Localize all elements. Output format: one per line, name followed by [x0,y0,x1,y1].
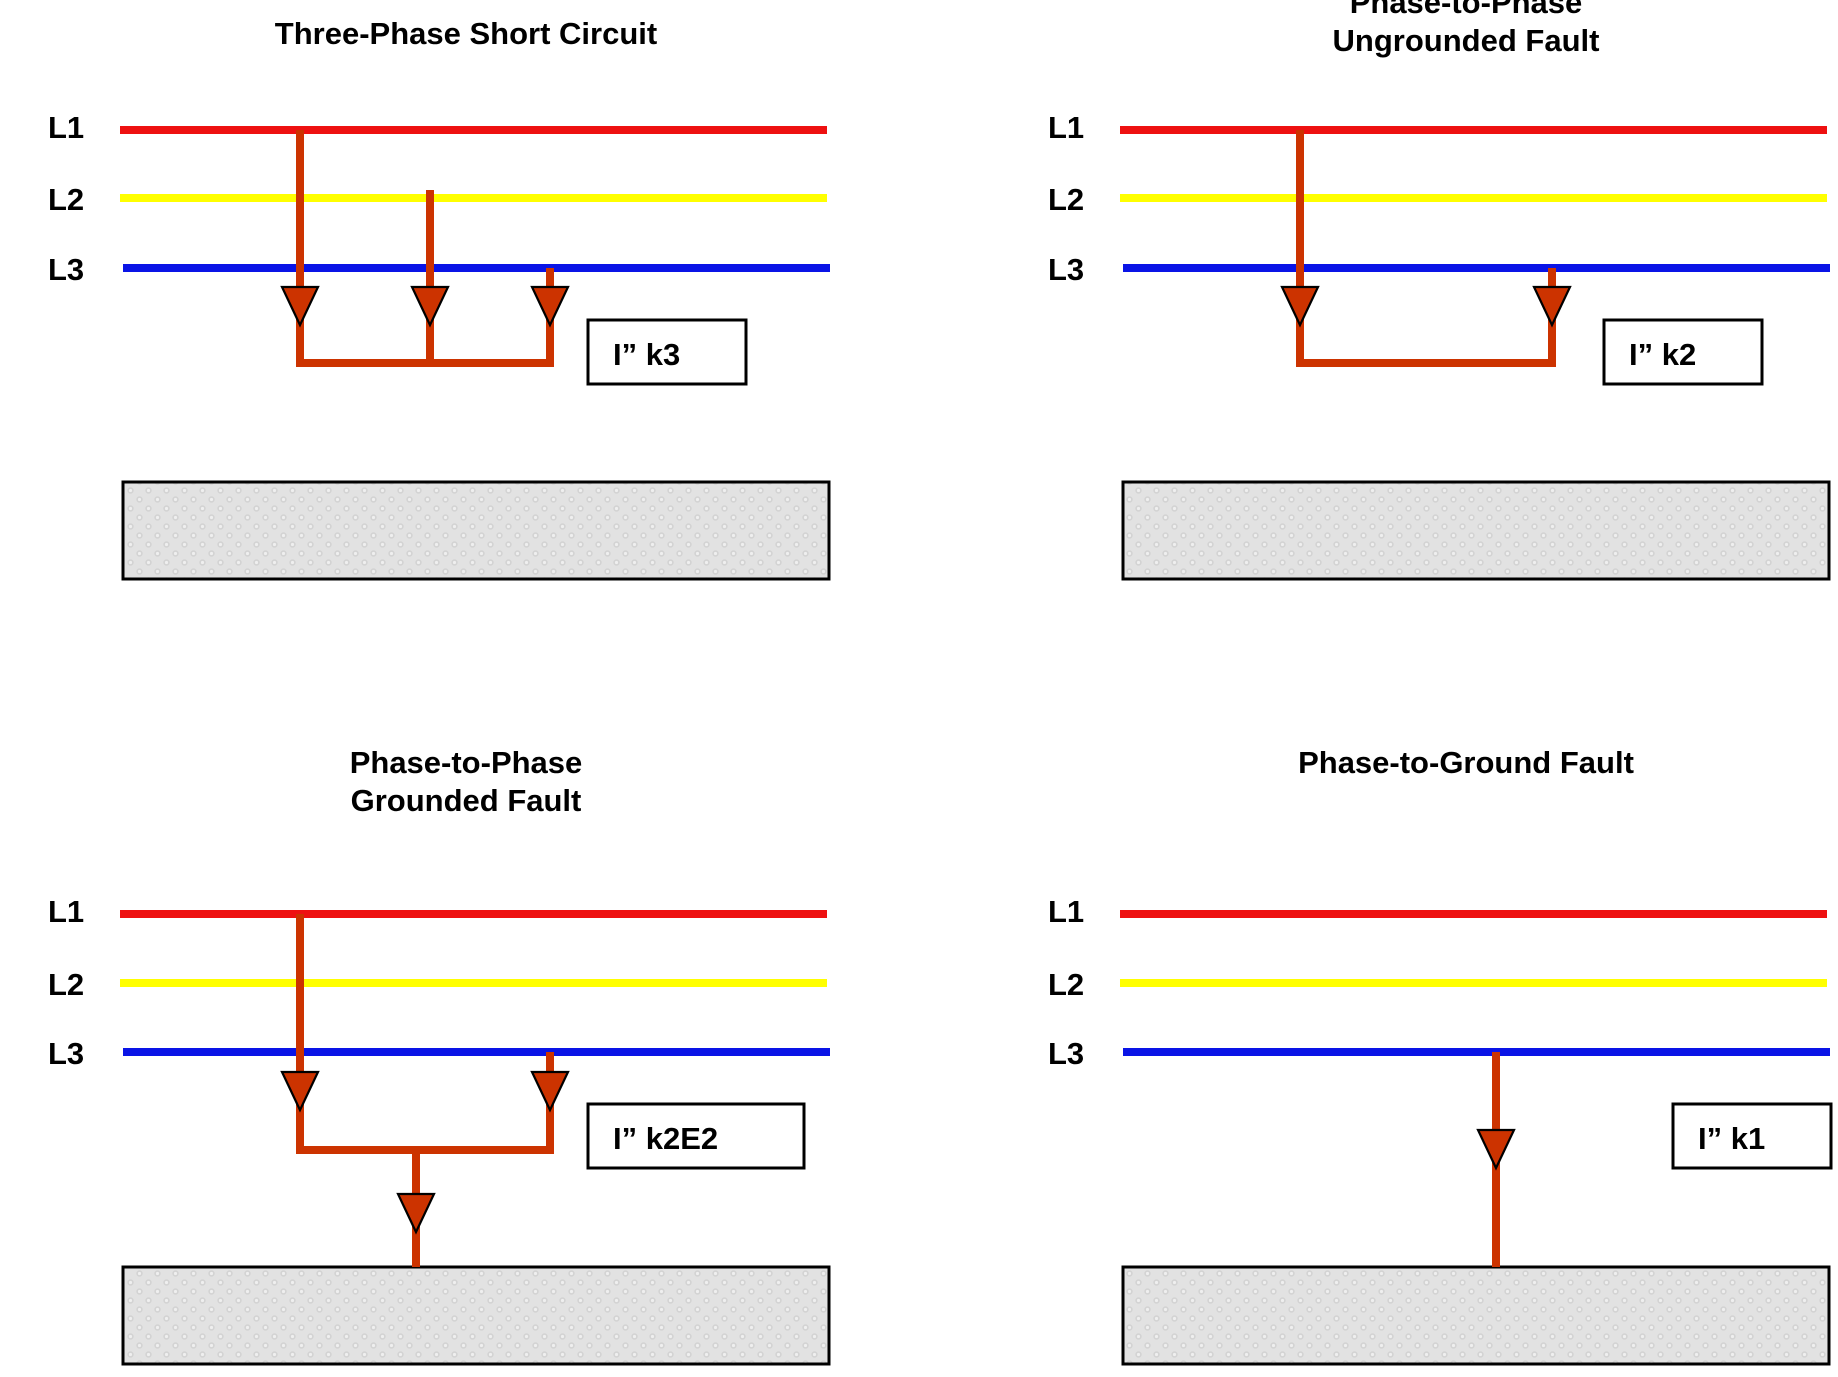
phase-label-l1: L1 [48,894,84,929]
panel-title: Phase-to-Ground Fault [1298,745,1634,780]
current-label: I” k2E2 [613,1121,718,1156]
current-label-box [1671,1102,1833,1170]
fault-arrow-l1 [280,285,320,328]
phase-label-l2: L2 [1048,967,1084,1002]
phase-label-l2: L2 [48,967,84,1002]
fault-arrow-ground [396,1192,436,1235]
ground-block [1121,480,1831,581]
current-label-box [586,318,748,386]
fault-arrow-l1 [1280,285,1320,328]
phase-label-l1: L1 [1048,894,1084,929]
panel-title: Grounded Fault [351,783,582,818]
phase-label-l3: L3 [48,252,84,287]
fault-arrow-l2 [410,285,450,328]
phase-label-l1: L1 [48,110,84,145]
fault-arrow-l1 [280,1070,320,1113]
ground-block [121,480,831,581]
panel-title: Ungrounded Fault [1333,23,1600,58]
fault-arrow-l3 [530,1070,570,1113]
panel-title: Phase-to-Phase [350,745,583,780]
current-label-box [1602,318,1764,386]
ground-block [1121,1265,1831,1366]
phase-label-l3: L3 [1048,1036,1084,1071]
phase-label-l2: L2 [1048,182,1084,217]
phase-label-l2: L2 [48,182,84,217]
current-label: I” k1 [1698,1121,1765,1156]
current-label-box [586,1102,806,1170]
panel-title: Phase-to-Phase [1350,0,1583,20]
fault-arrow-ground [1476,1128,1516,1171]
fault-arrow-l3 [530,285,570,328]
phase-label-l1: L1 [1048,110,1084,145]
phase-label-l3: L3 [48,1036,84,1071]
current-label: I” k2 [1629,337,1696,372]
fault-arrow-l3 [1532,285,1572,328]
phase-label-l3: L3 [1048,252,1084,287]
current-label: I” k3 [613,337,680,372]
ground-block [121,1265,831,1366]
panel-title: Three-Phase Short Circuit [275,16,657,51]
